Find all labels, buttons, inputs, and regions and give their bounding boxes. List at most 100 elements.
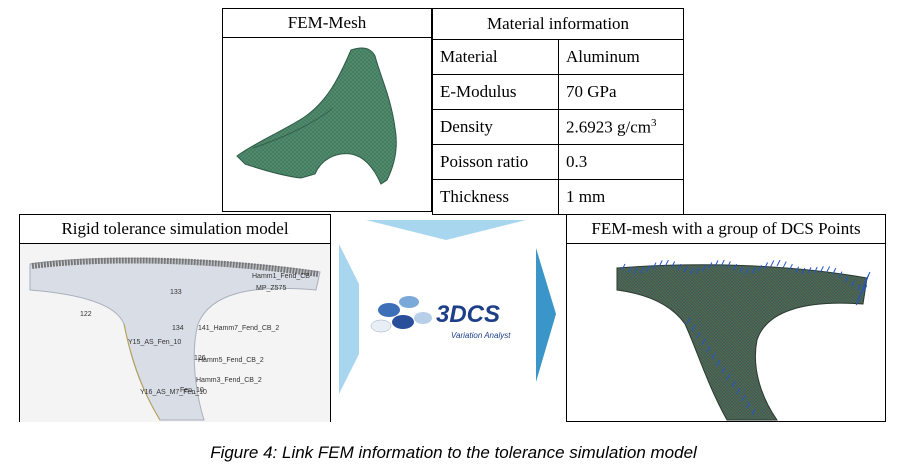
model-annotation-label: Y15_AS_Fen_10 xyxy=(128,339,181,346)
dcs-point-marker xyxy=(696,331,701,339)
dcs-point-marker xyxy=(764,262,769,269)
dcs-point-marker xyxy=(720,259,725,267)
value-cell: 0.3 xyxy=(558,144,684,180)
dcs-point-marker xyxy=(788,263,793,271)
dcs-point-marker xyxy=(736,387,741,395)
property-cell: Poisson ratio xyxy=(432,144,559,180)
model-annotation-label: Y16_AS_M7_Fen_10 xyxy=(140,389,207,396)
model-annotation-label: Fen_10 xyxy=(180,387,204,394)
dcs-point-marker xyxy=(844,276,849,283)
dcs-point-marker xyxy=(633,267,638,275)
dcs-point-marker xyxy=(646,265,651,272)
dcs-point-marker xyxy=(721,366,726,374)
table-row: Material Aluminum xyxy=(432,39,684,75)
dcs-point-marker xyxy=(702,265,707,272)
arrow-down-icon xyxy=(366,220,526,240)
fem-mesh-panel: FEM-Mesh xyxy=(222,8,432,212)
figure-caption: Figure 4: Link FEM information to the to… xyxy=(210,443,697,462)
model-annotation-label: Hamm3_Fend_CB_2 xyxy=(196,377,262,384)
material-info-table: Material information Material Aluminum E… xyxy=(432,8,684,215)
density-value: 2.6923 g/cm xyxy=(566,117,651,137)
value-cell: Aluminum xyxy=(558,39,684,75)
model-annotation-label: 126 xyxy=(194,355,206,362)
dcs-point-marker xyxy=(801,267,806,275)
property-cell: Material xyxy=(432,39,559,75)
dcs-mesh-panel: FEM-mesh with a group of DCS Points xyxy=(566,214,886,422)
dcs-point-marker xyxy=(677,263,682,271)
dcs-point-marker xyxy=(627,266,632,273)
dcs-point-marker xyxy=(782,261,787,268)
dcs-point-marker xyxy=(857,283,862,291)
dcs-point-marker xyxy=(819,266,824,273)
dcs-point-marker xyxy=(689,267,694,275)
dcs-mesh-title: FEM-mesh with a group of DCS Points xyxy=(567,215,885,244)
dcs-point-marker xyxy=(658,260,663,267)
density-exponent: 3 xyxy=(651,116,657,129)
value-cell: 2.6923 g/cm3 xyxy=(558,109,684,145)
material-info-title: Material information xyxy=(432,8,684,40)
dcs-point-marker xyxy=(726,373,731,381)
dcs-point-marker xyxy=(739,266,744,273)
arrow-right-icon-left xyxy=(339,244,359,394)
rigid-model-title: Rigid tolerance simulation model xyxy=(20,215,330,244)
dcs-point-marker xyxy=(686,317,691,325)
dcs-point-marker xyxy=(706,345,711,353)
dcs-point-marker xyxy=(621,263,626,271)
dcs-point-marker xyxy=(640,267,645,274)
dcs-logo-icon xyxy=(370,296,432,333)
table-row: Poisson ratio 0.3 xyxy=(432,144,684,180)
table-row: Thickness 1 mm xyxy=(432,179,684,215)
dcs-point-marker xyxy=(745,267,750,275)
property-cell: Thickness xyxy=(432,179,559,215)
dcs-point-marker xyxy=(671,261,676,268)
table-row: E-Modulus 70 GPa xyxy=(432,74,684,110)
dcs-point-marker xyxy=(741,394,746,402)
dcs-point-marker xyxy=(751,267,756,274)
dcs-point-marker xyxy=(795,266,800,273)
table-row: Density 2.6923 g/cm3 xyxy=(432,109,684,145)
dcs-point-marker xyxy=(838,271,843,278)
value-cell: 1 mm xyxy=(558,179,684,215)
model-annotation-label: 141_Hamm7_Fend_CB_2 xyxy=(198,325,279,332)
dcs-point-marker xyxy=(652,262,657,269)
dcs-point-marker xyxy=(664,259,669,267)
dcs-point-marker xyxy=(708,262,713,269)
arrow-right-icon-right xyxy=(536,248,556,382)
model-annotation-label: MP_Z575 xyxy=(256,285,286,292)
dcs-point-marker xyxy=(731,380,736,388)
dcs-point-marker xyxy=(770,260,775,267)
dcs-point-marker xyxy=(807,267,812,274)
model-annotation-label: Hamm1_Fend_CB xyxy=(252,273,310,280)
dcs-point-marker xyxy=(726,261,731,268)
dcs-point-marker xyxy=(776,259,781,267)
model-annotation-label: 122 xyxy=(80,311,92,318)
logo-brand: 3DCS xyxy=(436,301,500,328)
rigid-model-image: 133141_Hamm7_Fend_CB_2Y15_AS_Fen_10126Ha… xyxy=(20,244,330,422)
dcs-point-marker xyxy=(826,266,831,273)
dcs-point-marker xyxy=(757,264,762,272)
flow-arrows: 3DCS Variation Analyst xyxy=(339,220,556,394)
value-cell: 70 GPa xyxy=(558,74,684,110)
dcs-point-marker xyxy=(746,401,751,409)
dcs-point-marker xyxy=(716,359,721,367)
dcs-point-marker xyxy=(863,285,868,292)
dcs-point-marker xyxy=(850,280,855,288)
dcs-point-marker xyxy=(695,267,700,274)
dcs-point-marker xyxy=(751,408,756,416)
logo-tagline: Variation Analyst xyxy=(451,331,511,340)
dcs-point-marker xyxy=(714,260,719,267)
fem-mesh-title: FEM-Mesh xyxy=(223,9,431,38)
property-cell: E-Modulus xyxy=(432,74,559,110)
dcs-point-marker xyxy=(733,263,738,271)
dcs-point-marker xyxy=(701,338,706,346)
dcs-point-marker xyxy=(683,266,688,273)
dcs-point-marker xyxy=(711,352,716,360)
dcs-point-marker xyxy=(855,298,860,306)
dcs-point-marker xyxy=(832,267,837,275)
dcs-mesh-image xyxy=(616,259,871,421)
dcs-point-marker xyxy=(813,266,818,274)
model-annotation-label: 134 xyxy=(172,325,184,332)
property-cell: Density xyxy=(432,109,559,145)
dcs-point-marker xyxy=(691,324,696,332)
